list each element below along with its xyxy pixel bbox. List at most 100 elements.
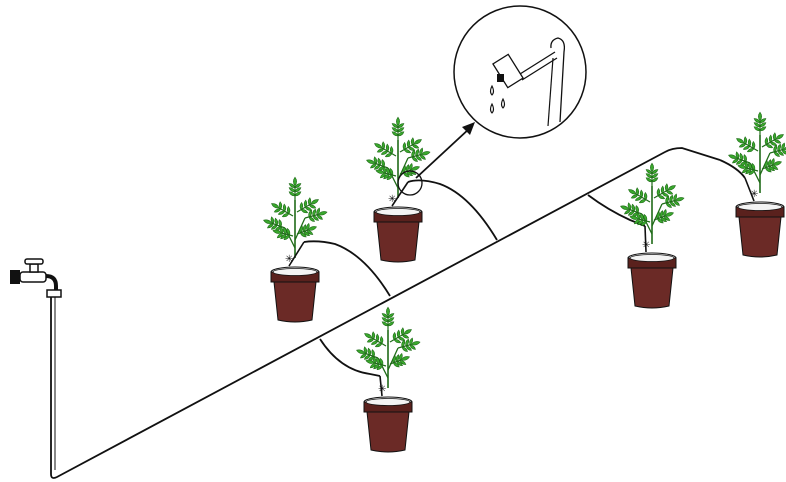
leaf-icon <box>634 196 643 201</box>
leaf-icon <box>403 329 412 335</box>
leaf-icon <box>631 203 636 212</box>
plant-icon <box>366 116 431 198</box>
leaf-icon <box>303 199 308 208</box>
leaf-icon <box>419 154 426 160</box>
leaf-icon <box>389 167 394 176</box>
leaf-icon <box>651 169 659 174</box>
leaf-icon <box>410 166 421 171</box>
leaf-icon <box>367 347 372 356</box>
leaf-icon <box>366 159 376 164</box>
leaf-icon <box>364 333 373 339</box>
leaf-icon <box>373 156 378 165</box>
leaf-icon <box>751 140 756 150</box>
leaf-icon <box>312 215 319 221</box>
plant-pot: ✳ <box>620 162 685 309</box>
plant-icon <box>263 176 328 258</box>
leaf-icon <box>665 190 674 195</box>
dripper-icon: ✳ <box>642 240 650 251</box>
leaf-icon <box>386 306 390 317</box>
leaf-icon <box>399 352 403 361</box>
dripper-icon: ✳ <box>378 384 386 395</box>
leaf-icon <box>406 139 411 148</box>
leaf-icon <box>312 208 317 217</box>
leaf-icon <box>650 162 654 173</box>
leaf-icon <box>381 313 389 318</box>
leaf-icon <box>397 127 405 133</box>
leaf-icon <box>401 334 410 339</box>
leaf-icon <box>768 134 773 143</box>
leaf-icon <box>381 321 389 327</box>
leaf-icon <box>419 147 424 156</box>
leaf-icon <box>293 176 297 187</box>
leaf-icon <box>636 212 641 220</box>
leaf-icon <box>735 159 743 165</box>
main-hose <box>50 147 721 479</box>
leaf-icon <box>771 157 775 166</box>
leaf-icon <box>271 203 280 209</box>
leaf-icon <box>276 232 284 239</box>
leaf-icon <box>663 216 671 221</box>
leaf-icon <box>744 161 749 169</box>
leaf-icon <box>735 151 740 160</box>
leaf-icon <box>283 234 290 241</box>
leaf-icon <box>375 169 385 174</box>
leaf-icon <box>381 141 386 150</box>
zoom-callout <box>397 5 587 196</box>
leaf-icon <box>370 340 379 345</box>
leaf-icon <box>379 357 384 366</box>
leaf-icon <box>356 349 366 354</box>
leaf-icon <box>372 356 377 364</box>
dripper-icon: ✳ <box>750 189 758 200</box>
callout-arrow <box>415 127 471 179</box>
leaf-icon <box>272 229 282 234</box>
leaf-icon <box>639 189 644 198</box>
leaf-icon <box>381 159 385 168</box>
leaf-icon <box>401 339 406 348</box>
leaf-icon <box>306 222 310 231</box>
leaf-icon <box>675 197 685 202</box>
leaf-icon <box>651 177 659 183</box>
leaf-icon <box>620 205 630 210</box>
leaf-icon <box>308 216 315 222</box>
leaf-icon <box>373 363 380 370</box>
leaf-icon <box>767 159 772 168</box>
leaf-icon <box>288 187 296 193</box>
leaf-icon <box>303 231 310 237</box>
leaf-icon <box>373 164 381 170</box>
leaf-icon <box>406 171 413 177</box>
leaf-icon <box>267 223 274 229</box>
branch-tubes <box>303 159 746 377</box>
leaf-icon <box>376 356 380 365</box>
leaf-icon <box>765 144 774 149</box>
leaf-icon <box>746 148 755 153</box>
leaf-icon <box>645 177 653 183</box>
leaf-icon <box>728 154 738 159</box>
leaf-icon <box>764 167 772 173</box>
leaf-icon <box>392 355 397 364</box>
leaf-icon <box>294 191 302 197</box>
leaf-icon <box>277 210 286 215</box>
plant-pot: ✳ <box>356 306 421 453</box>
leaf-icon <box>379 335 384 345</box>
leaf-icon <box>288 183 296 188</box>
leaf-icon <box>377 157 382 166</box>
leaf-icon <box>278 201 283 210</box>
leaf-icon <box>286 205 291 215</box>
leaf-icon <box>302 224 307 233</box>
leaf-icon <box>773 144 778 153</box>
leaf-icon <box>759 118 767 123</box>
leaf-icon <box>397 131 405 137</box>
leaf-icon <box>742 145 751 150</box>
leaf-icon <box>633 218 641 225</box>
leaf-icon <box>637 219 644 226</box>
leaf-icon <box>751 162 756 171</box>
leaf-icon <box>396 329 401 338</box>
leaf-icon <box>411 156 418 162</box>
leaf-icon <box>282 203 287 212</box>
leaf-icon <box>777 150 784 156</box>
leaf-icon <box>628 189 637 195</box>
leaf-icon <box>401 346 408 352</box>
leaf-icon <box>759 126 767 132</box>
